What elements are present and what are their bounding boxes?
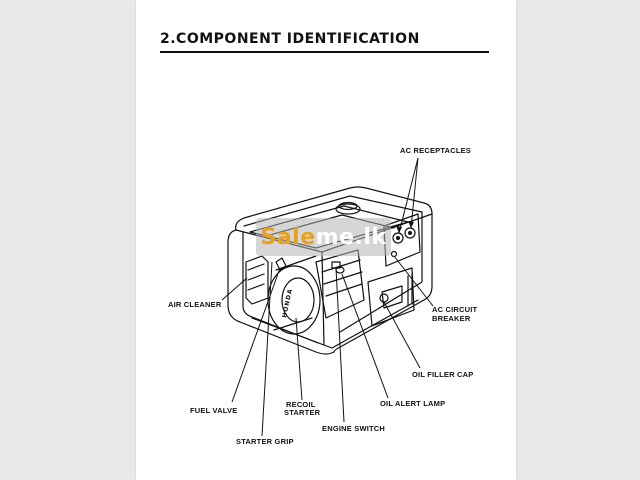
oil-filler-cap	[379, 293, 389, 303]
page-title: 2.COMPONENT IDENTIFICATION	[160, 31, 420, 47]
frame-top	[235, 186, 433, 231]
leader-ac-circuit-breaker	[393, 255, 434, 307]
circuit-breaker	[390, 250, 398, 258]
label-engine-switch: ENGINE SWITCH	[322, 424, 386, 433]
ac-receptacle-1	[392, 232, 404, 244]
fuel-cap	[335, 203, 361, 215]
label-air-cleaner: AIR CLEANER	[168, 300, 222, 309]
label-starter-grip: STARTER GRIP	[236, 437, 294, 446]
label-fuel-valve: FUEL VALVE	[190, 406, 238, 415]
leader-starter-grip	[261, 261, 273, 437]
fuel-valve	[275, 257, 287, 271]
label-ac-circuit-breaker-line1: AC CIRCUIT	[432, 305, 478, 314]
watermark-rest: me.lk	[315, 224, 387, 250]
label-ac-circuit-breaker-line2: BREAKER	[432, 314, 471, 323]
leader-engine-switch	[335, 267, 345, 423]
frame-front-left-inner	[242, 231, 319, 344]
title-underline	[160, 51, 489, 53]
label-recoil-starter-line2: STARTER	[284, 408, 321, 417]
label-ac-receptacles: AC RECEPTACLES	[400, 146, 471, 155]
frame-right	[333, 213, 433, 353]
frame-top-inner	[243, 195, 423, 227]
label-oil-alert-lamp: OIL ALERT LAMP	[380, 399, 446, 408]
leader-ac-receptacles-1	[398, 157, 419, 234]
alternator	[367, 267, 415, 327]
base-rail	[251, 299, 419, 349]
manual-page: 2.COMPONENT IDENTIFICATION	[136, 0, 516, 480]
leader-fuel-valve	[231, 267, 281, 403]
label-recoil-starter-line1: RECOIL	[286, 400, 316, 409]
leader-ac-receptacles-2	[410, 157, 419, 229]
leader-oil-filler-cap	[383, 301, 421, 369]
leader-air-cleaner	[221, 277, 248, 301]
leader-oil-alert-lamp	[341, 273, 389, 399]
label-oil-filler-cap: OIL FILLER CAP	[412, 370, 474, 379]
fuel-cap-top	[338, 201, 358, 211]
frame-front-left	[227, 229, 335, 355]
frame-right-inner	[339, 211, 423, 333]
leader-recoil-starter	[295, 317, 303, 401]
ac-receptacle-2	[404, 227, 416, 239]
watermark-brand: Sale	[260, 224, 316, 250]
